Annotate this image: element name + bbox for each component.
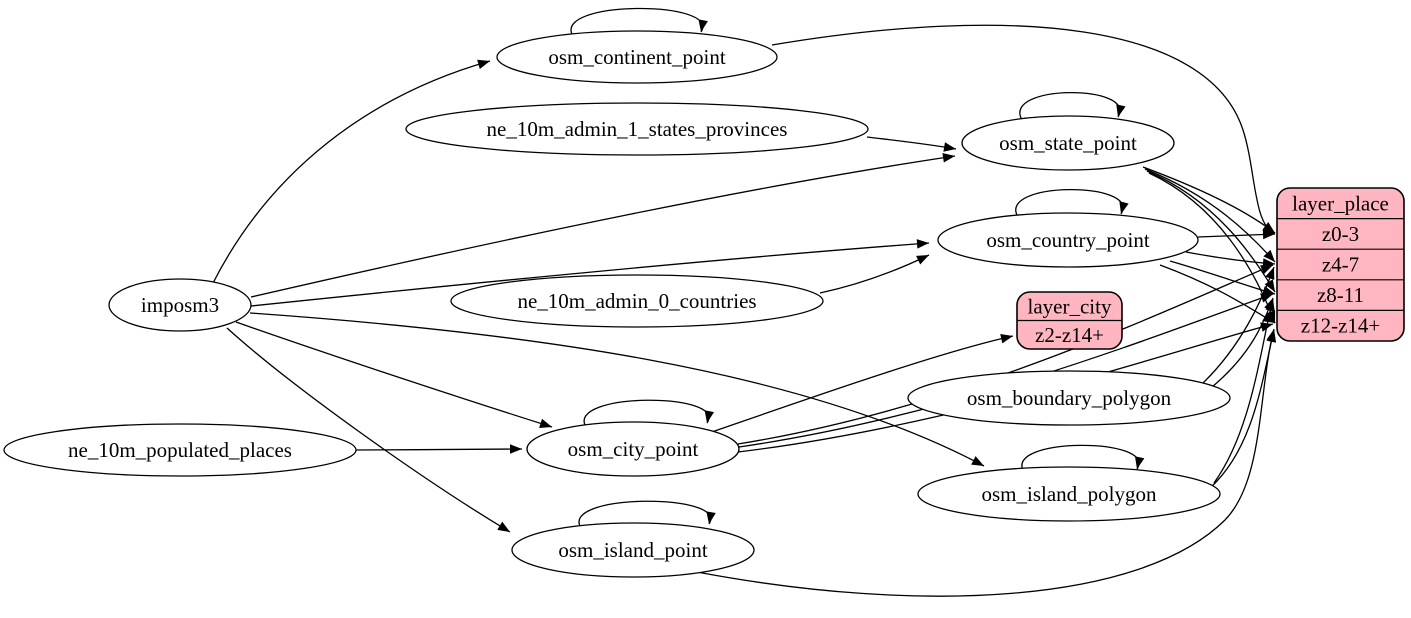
edges-layer bbox=[211, 7, 1276, 597]
edge-osm_country_point-layer_place-z8-11 bbox=[1169, 260, 1276, 295]
edge-osm_country_point-layer_place-z4-7 bbox=[1185, 251, 1276, 265]
record-row-layer_place-z4-7: z4-7 bbox=[1322, 253, 1359, 277]
arrowhead-edge-osm_city_point-layer_place-z4-7 bbox=[1260, 265, 1273, 275]
node-ne_10m_admin_0_countries: ne_10m_admin_0_countries bbox=[450, 274, 824, 328]
arrowhead-self-loop-osm_continent_point bbox=[698, 19, 708, 32]
edge-osm_city_point-layer_place-z4-7 bbox=[737, 264, 1274, 445]
node-label-ne_10m_admin_0_countries: ne_10m_admin_0_countries bbox=[517, 289, 756, 313]
edge-ne_10m_admin_1_states_provinces-osm_state_point bbox=[866, 136, 957, 150]
arrowhead-edge-osm_state_point-layer_place-z0-3 bbox=[1262, 221, 1275, 233]
node-osm_state_point: osm_state_point bbox=[961, 115, 1175, 171]
arrowhead-edge-imposm3-osm_state_point bbox=[942, 153, 955, 163]
arrowhead-edge-osm_state_point-layer_place-z8-11 bbox=[1264, 279, 1275, 292]
arrowhead-edge-imposm3-osm_city_point bbox=[539, 418, 552, 428]
node-label-ne_10m_populated_places: ne_10m_populated_places bbox=[68, 438, 292, 462]
record-title-layer_place: layer_place bbox=[1292, 191, 1389, 215]
edge-osm_continent_point-layer_place-z0-3 bbox=[771, 24, 1276, 235]
edge-osm_state_point-layer_place-z4-7 bbox=[1144, 168, 1276, 263]
record-row-layer_city-z2-z14+: z2-z14+ bbox=[1035, 323, 1104, 347]
node-label-osm_country_point: osm_country_point bbox=[986, 228, 1149, 252]
node-osm_boundary_polygon: osm_boundary_polygon bbox=[907, 370, 1231, 426]
edge-ne_10m_admin_0_countries-osm_country_point bbox=[819, 254, 930, 294]
node-label-ne_10m_admin_1_states_provinces: ne_10m_admin_1_states_provinces bbox=[487, 117, 788, 141]
node-shape-osm_city_point bbox=[526, 421, 740, 477]
record-layer_place: layer_place z0-3 z4-7 z8-11 z12-z14+ bbox=[1276, 187, 1405, 342]
node-ne_10m_populated_places: ne_10m_populated_places bbox=[3, 423, 357, 477]
edge-osm_boundary_polygon-layer_place-z4-7 bbox=[1202, 266, 1275, 384]
edge-osm_city_point-layer_place-z8-11 bbox=[738, 293, 1274, 448]
node-imposm3: imposm3 bbox=[108, 278, 252, 332]
arrowhead-edge-ne_10m_populated_places-osm_city_point bbox=[509, 444, 522, 454]
arrowhead-self-loop-osm_island_point bbox=[706, 511, 716, 524]
edge-osm_state_point-layer_place-z12-z14+ bbox=[1148, 172, 1276, 324]
node-shape-osm_boundary_polygon bbox=[907, 370, 1231, 426]
node-label-osm_city_point: osm_city_point bbox=[568, 437, 699, 461]
record-shape-layer_place bbox=[1276, 187, 1405, 342]
record-layer_city: layer_city z2-z14+ bbox=[1016, 291, 1123, 350]
node-label-osm_island_point: osm_island_point bbox=[558, 538, 708, 562]
edge-osm_state_point-layer_place-z8-11 bbox=[1146, 170, 1276, 293]
node-shape-ne_10m_admin_0_countries bbox=[450, 274, 824, 328]
edge-imposm3-osm_island_point bbox=[226, 327, 511, 533]
node-osm_city_point: osm_city_point bbox=[526, 421, 740, 477]
node-shape-osm_island_point bbox=[511, 522, 755, 578]
records-layer: layer_city z2-z14+ layer_place z0-3 z4-7 z8-1… bbox=[1016, 187, 1405, 350]
edge-ne_10m_populated_places-osm_city_point bbox=[355, 448, 523, 451]
arrowhead-edge-ne_10m_admin_1_states_provinces-osm_state_point bbox=[943, 142, 956, 152]
node-shape-imposm3 bbox=[108, 278, 252, 332]
arrowhead-edge-ne_10m_admin_0_countries-osm_country_point bbox=[916, 255, 929, 265]
edge-imposm3-osm_continent_point bbox=[211, 60, 491, 286]
edge-imposm3-osm_island_polygon bbox=[249, 312, 985, 467]
edge-imposm3-osm_state_point bbox=[250, 155, 956, 298]
node-osm_island_polygon: osm_island_polygon bbox=[917, 466, 1221, 522]
node-label-osm_continent_point: osm_continent_point bbox=[548, 45, 725, 69]
node-shape-osm_continent_point bbox=[496, 30, 778, 84]
node-shape-ne_10m_admin_1_states_provinces bbox=[405, 102, 869, 156]
edge-osm_island_polygon-layer_place-z8-11 bbox=[1213, 298, 1274, 484]
edge-osm_city_point-layer_city-z2-z14+ bbox=[705, 335, 1014, 435]
edge-imposm3-osm_city_point bbox=[235, 321, 553, 428]
nodes-layer: imposm3 osm_continent_point ne_10m_admin_1… bbox=[3, 30, 1231, 578]
arrowhead-self-loop-osm_city_point bbox=[704, 410, 715, 423]
arrowhead-edge-osm_state_point-layer_place-z12-z14+ bbox=[1266, 310, 1276, 323]
node-osm_island_point: osm_island_point bbox=[511, 522, 755, 578]
arrowhead-edge-osm_country_point-layer_place-z0-3 bbox=[1262, 229, 1275, 240]
edge-osm_island_polygon-layer_place-z12-z14+ bbox=[1209, 329, 1275, 489]
node-osm_continent_point: osm_continent_point bbox=[496, 30, 778, 84]
node-label-osm_boundary_polygon: osm_boundary_polygon bbox=[967, 386, 1172, 410]
arrowhead-self-loop-osm_state_point bbox=[1116, 104, 1126, 117]
node-shape-osm_state_point bbox=[961, 115, 1175, 171]
arrowhead-edge-imposm3-osm_island_point bbox=[497, 521, 510, 532]
arrowhead-edge-osm_island_polygon-layer_place-z8-11 bbox=[1265, 299, 1275, 312]
arrowhead-edge-imposm3-osm_country_point bbox=[916, 239, 929, 249]
arrowhead-edge-osm_boundary_polygon-layer_place-z4-7 bbox=[1265, 267, 1275, 280]
arrowhead-self-loop-osm_country_point bbox=[1119, 201, 1129, 214]
arrowhead-edge-osm_city_point-layer_city-z2-z14+ bbox=[1000, 333, 1013, 344]
node-label-imposm3: imposm3 bbox=[141, 293, 219, 317]
node-ne_10m_admin_1_states_provinces: ne_10m_admin_1_states_provinces bbox=[405, 102, 869, 156]
edge-osm_state_point-layer_place-z0-3 bbox=[1142, 166, 1276, 234]
record-row-layer_place-z12-z14+: z12-z14+ bbox=[1301, 314, 1380, 338]
node-label-osm_island_polygon: osm_island_polygon bbox=[981, 482, 1157, 506]
node-shape-ne_10m_populated_places bbox=[3, 423, 357, 477]
arrowhead-edge-osm_state_point-layer_place-z4-7 bbox=[1263, 249, 1275, 262]
edge-osm_island_point-layer_place-z12-z14+ bbox=[696, 328, 1275, 597]
arrowhead-edge-osm_city_point-layer_place-z8-11 bbox=[1260, 293, 1273, 303]
record-title-layer_city: layer_city bbox=[1028, 294, 1112, 318]
arrowhead-edge-imposm3-osm_island_polygon bbox=[971, 456, 984, 466]
arrowhead-edge-osm_island_point-layer_place-z12-z14+ bbox=[1266, 329, 1276, 342]
node-osm_country_point: osm_country_point bbox=[937, 212, 1199, 268]
edge-imposm3-osm_country_point bbox=[250, 242, 930, 307]
node-shape-osm_country_point bbox=[937, 212, 1199, 268]
arrowhead-edge-imposm3-osm_continent_point bbox=[477, 59, 490, 69]
node-label-osm_state_point: osm_state_point bbox=[999, 131, 1137, 155]
node-shape-osm_island_polygon bbox=[917, 466, 1221, 522]
record-row-layer_place-z8-11: z8-11 bbox=[1317, 283, 1364, 307]
record-row-layer_place-z0-3: z0-3 bbox=[1322, 222, 1359, 246]
arrowhead-self-loop-osm_island_polygon bbox=[1134, 456, 1145, 469]
